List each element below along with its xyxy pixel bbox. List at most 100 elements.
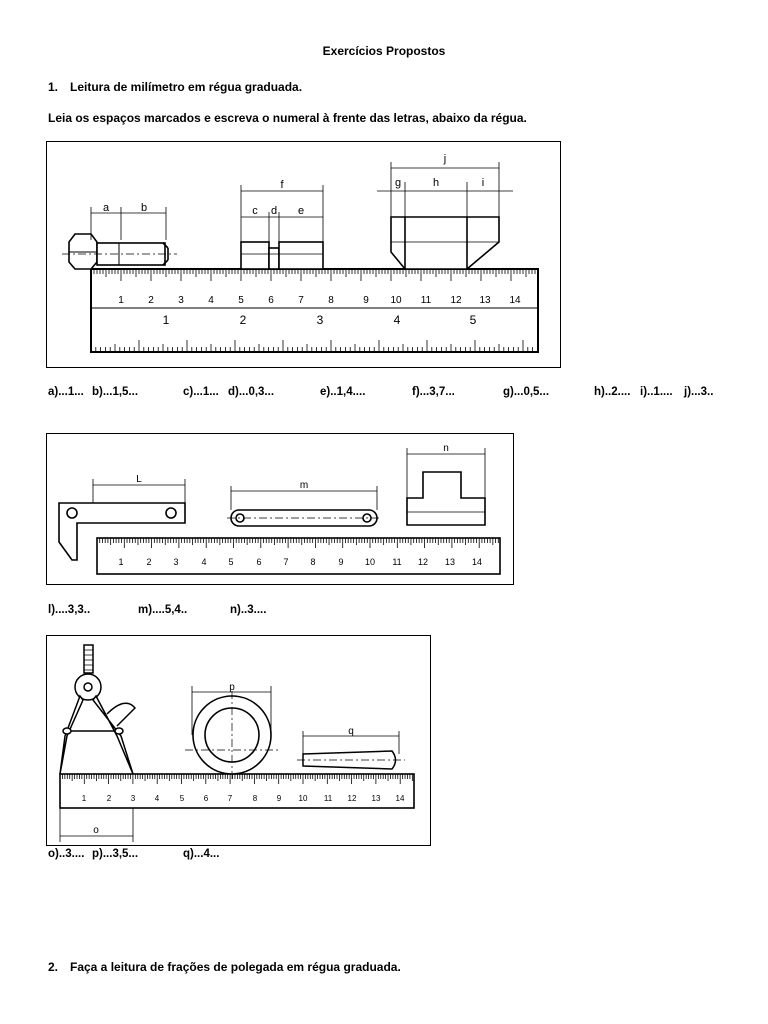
mm-label: 3 bbox=[131, 794, 136, 803]
mm-label: 4 bbox=[208, 295, 214, 306]
inch-label: 5 bbox=[470, 313, 477, 327]
mm-label: 2 bbox=[148, 295, 154, 306]
mm-label: 8 bbox=[310, 557, 315, 567]
question-2-number: 2. bbox=[48, 960, 59, 974]
stepped-block-drawing bbox=[240, 241, 324, 270]
mm-label: 3 bbox=[178, 295, 184, 306]
mm-label: 4 bbox=[155, 794, 160, 803]
mm-label: 6 bbox=[256, 557, 261, 567]
inch-label: 2 bbox=[240, 313, 247, 327]
mm-label: 12 bbox=[450, 295, 462, 306]
mm-label: 13 bbox=[445, 557, 455, 567]
answer-h: h)..2.... bbox=[594, 386, 631, 398]
label-h: h bbox=[433, 177, 439, 189]
label-n: n bbox=[443, 443, 449, 454]
label-l: L bbox=[136, 474, 142, 485]
question-1-instruction: Leia os espaços marcados e escreva o num… bbox=[48, 111, 527, 125]
mm-label: 4 bbox=[201, 557, 206, 567]
mm-label: 9 bbox=[363, 295, 369, 306]
answer-a: a)...1... bbox=[48, 386, 84, 398]
ruler-mm-ticks bbox=[90, 269, 536, 281]
label-m: m bbox=[300, 480, 308, 491]
mm-label: 8 bbox=[328, 295, 334, 306]
mm-label: 6 bbox=[204, 794, 209, 803]
inch-label: 3 bbox=[317, 313, 324, 327]
mm-label: 5 bbox=[180, 794, 185, 803]
answer-i: i)..1.... bbox=[640, 386, 673, 398]
mm-label: 7 bbox=[228, 794, 233, 803]
mm-label: 6 bbox=[268, 295, 274, 306]
mm-label: 10 bbox=[390, 295, 402, 306]
mm-label: 9 bbox=[338, 557, 343, 567]
label-a: a bbox=[103, 202, 110, 214]
answer-d: d)...0,3... bbox=[228, 386, 275, 398]
figure-1-ruler: 1 2 3 4 5 6 7 8 9 10 11 12 13 14 1 2 3 4… bbox=[46, 141, 561, 368]
mm-label: 5 bbox=[238, 295, 244, 306]
mm-label: 1 bbox=[82, 794, 87, 803]
mm-label: 10 bbox=[365, 557, 375, 567]
bolt-drawing bbox=[68, 233, 169, 270]
ruler-mm-ticks bbox=[96, 538, 499, 548]
mm-label: 13 bbox=[372, 794, 381, 803]
answer-g: g)...0,5... bbox=[503, 386, 550, 398]
mm-label: 2 bbox=[146, 557, 151, 567]
answer-m: m)....5,4.. bbox=[138, 604, 188, 616]
label-i: i bbox=[482, 177, 484, 189]
ruler-body bbox=[96, 537, 501, 575]
mm-label: 14 bbox=[396, 794, 405, 803]
compass-drawing bbox=[59, 644, 137, 775]
label-q: q bbox=[348, 726, 354, 737]
ruler-body bbox=[59, 773, 415, 809]
mm-label: 1 bbox=[118, 295, 124, 306]
mm-label: 12 bbox=[348, 794, 357, 803]
mm-label: 13 bbox=[479, 295, 491, 306]
label-o: o bbox=[93, 825, 99, 836]
page-title: Exercícios Propostos bbox=[322, 44, 446, 58]
answer-q: q)...4... bbox=[183, 848, 220, 860]
answer-p: p)...3,5... bbox=[92, 848, 139, 860]
label-j: j bbox=[443, 153, 446, 165]
label-e: e bbox=[298, 205, 304, 217]
ruler-mm-ticks bbox=[59, 774, 413, 784]
question-1-number: 1. bbox=[48, 80, 59, 94]
label-d: d bbox=[271, 205, 277, 217]
mm-label: 14 bbox=[472, 557, 482, 567]
ruler-body bbox=[90, 268, 539, 353]
answer-c: c)...1... bbox=[183, 386, 219, 398]
answer-e: e)..1,4.... bbox=[320, 386, 366, 398]
mm-label: 8 bbox=[253, 794, 258, 803]
mm-label: 11 bbox=[324, 794, 333, 803]
answer-l: l)....3,3.. bbox=[48, 604, 91, 616]
label-f: f bbox=[280, 179, 284, 191]
answer-n: n)..3.... bbox=[230, 604, 267, 616]
label-c: c bbox=[252, 205, 258, 217]
label-b: b bbox=[141, 202, 147, 214]
answer-j: j)...3.. bbox=[684, 386, 714, 398]
figure-3-ruler: 1 2 3 4 5 6 7 8 9 10 11 12 13 14 bbox=[46, 635, 431, 846]
question-2-heading: Faça a leitura de frações de polegada em… bbox=[70, 960, 401, 974]
mm-label: 2 bbox=[107, 794, 112, 803]
mm-label: 5 bbox=[228, 557, 233, 567]
mm-label: 12 bbox=[418, 557, 428, 567]
mm-label: 10 bbox=[299, 794, 308, 803]
dovetail-block-drawing bbox=[390, 216, 500, 270]
inch-label: 1 bbox=[163, 313, 170, 327]
t-block-drawing bbox=[406, 471, 486, 526]
inch-label: 4 bbox=[394, 313, 401, 327]
mm-label: 3 bbox=[173, 557, 178, 567]
mm-label: 7 bbox=[283, 557, 288, 567]
question-1-heading: Leitura de milímetro em régua graduada. bbox=[70, 80, 303, 94]
mm-label: 9 bbox=[277, 794, 282, 803]
mm-label: 11 bbox=[392, 557, 401, 567]
label-p: p bbox=[229, 682, 235, 693]
plate-drawing bbox=[58, 502, 186, 561]
figure-2-ruler: 1 2 3 4 5 6 7 8 9 10 11 12 13 14 L bbox=[46, 433, 514, 585]
answer-f: f)...3,7... bbox=[412, 386, 455, 398]
answer-o: o)..3.... bbox=[48, 848, 85, 860]
mm-label: 11 bbox=[421, 295, 432, 306]
mm-label: 1 bbox=[118, 557, 123, 567]
label-g: g bbox=[395, 177, 401, 189]
mm-label: 14 bbox=[509, 295, 521, 306]
ruler-inch-ticks bbox=[90, 340, 534, 352]
answer-b: b)...1,5... bbox=[92, 386, 139, 398]
